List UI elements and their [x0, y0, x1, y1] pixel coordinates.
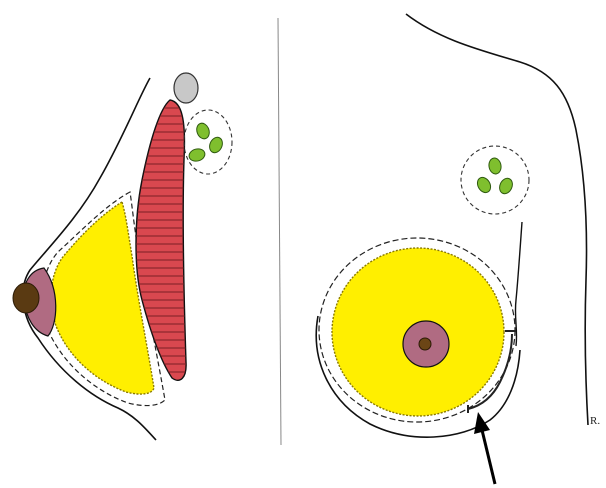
nipple-frontal: [419, 338, 431, 350]
lateral-view: [13, 73, 232, 440]
axilla-line: [515, 222, 522, 346]
panel-divider: [278, 18, 281, 445]
clavicle: [174, 73, 198, 103]
frontal-view: R.: [316, 14, 600, 484]
artist-signature: R.: [590, 415, 600, 427]
lymph-nodes-frontal: [461, 146, 529, 214]
nipple-profile: [13, 283, 39, 313]
arrow-icon: [474, 412, 495, 484]
lymph-nodes-lateral: [184, 110, 232, 174]
